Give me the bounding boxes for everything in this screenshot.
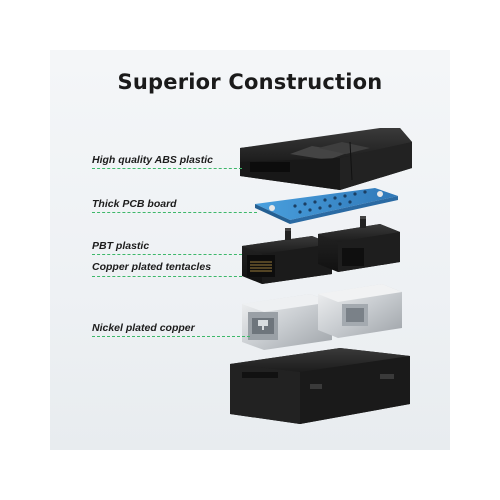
label-abs-plastic: High quality ABS plastic xyxy=(92,154,213,166)
page-title: Superior Construction xyxy=(117,70,383,94)
leader-line-tentacles xyxy=(92,276,242,277)
bottom-shell-part xyxy=(230,348,410,424)
label-pbt-plastic: PBT plastic xyxy=(92,240,150,252)
pbt-jack-right xyxy=(318,216,400,272)
leader-line-pcb xyxy=(92,212,257,213)
exploded-connector-illustration xyxy=(230,128,412,424)
leader-line-pbt xyxy=(92,254,242,255)
pcb-board-part xyxy=(255,188,398,224)
nickel-shield-left xyxy=(242,294,332,350)
label-nickel-copper: Nickel plated copper xyxy=(92,322,195,334)
leader-line-nickel xyxy=(92,336,250,337)
pbt-jack-left xyxy=(242,228,332,284)
leader-line-abs xyxy=(92,168,242,169)
top-shell-part xyxy=(240,128,412,190)
nickel-shield-right xyxy=(318,284,402,338)
label-copper-tentacles: Copper plated tentacles xyxy=(92,261,212,273)
product-panel: Superior Construction xyxy=(50,50,450,450)
label-pcb-board: Thick PCB board xyxy=(92,198,177,210)
